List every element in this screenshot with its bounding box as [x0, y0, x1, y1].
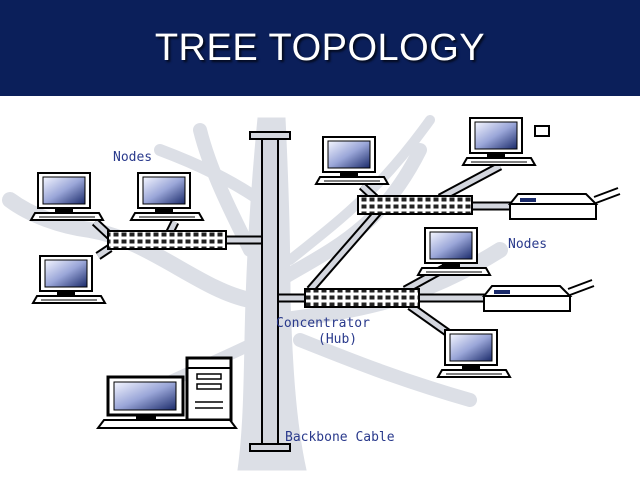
hub-top-right: [357, 195, 473, 215]
computer-icon: [417, 227, 491, 276]
server-tower-icon: [185, 356, 233, 422]
hub-left: [107, 230, 227, 250]
concentrator-hub: [304, 288, 420, 308]
concentrator-label: Concentrator: [276, 316, 370, 331]
network-cables: [91, 162, 515, 344]
nodes-label-right: Nodes: [508, 237, 547, 252]
nodes-label-left: Nodes: [113, 150, 152, 165]
tree-topology-diagram: Nodes Nodes Concentrator (Hub) Backbone …: [2, 115, 621, 471]
hub-label: (Hub): [318, 332, 357, 347]
computer-icon: [437, 329, 511, 378]
title-bar: TREE TOPOLOGY: [0, 0, 640, 96]
computer-icon: [30, 172, 104, 221]
server-keyboard-icon: [96, 419, 238, 429]
server-monitor-icon: [106, 375, 185, 419]
computer-icon: [462, 117, 550, 166]
printer-icon: [509, 187, 621, 220]
backbone-cable: [249, 131, 291, 452]
printer-icon: [483, 279, 595, 312]
backbone-cable-label: Backbone Cable: [285, 430, 395, 445]
computer-icon: [32, 255, 106, 304]
slide-title: TREE TOPOLOGY: [154, 26, 486, 69]
computer-icon: [315, 136, 389, 185]
computer-icon: [130, 172, 204, 221]
